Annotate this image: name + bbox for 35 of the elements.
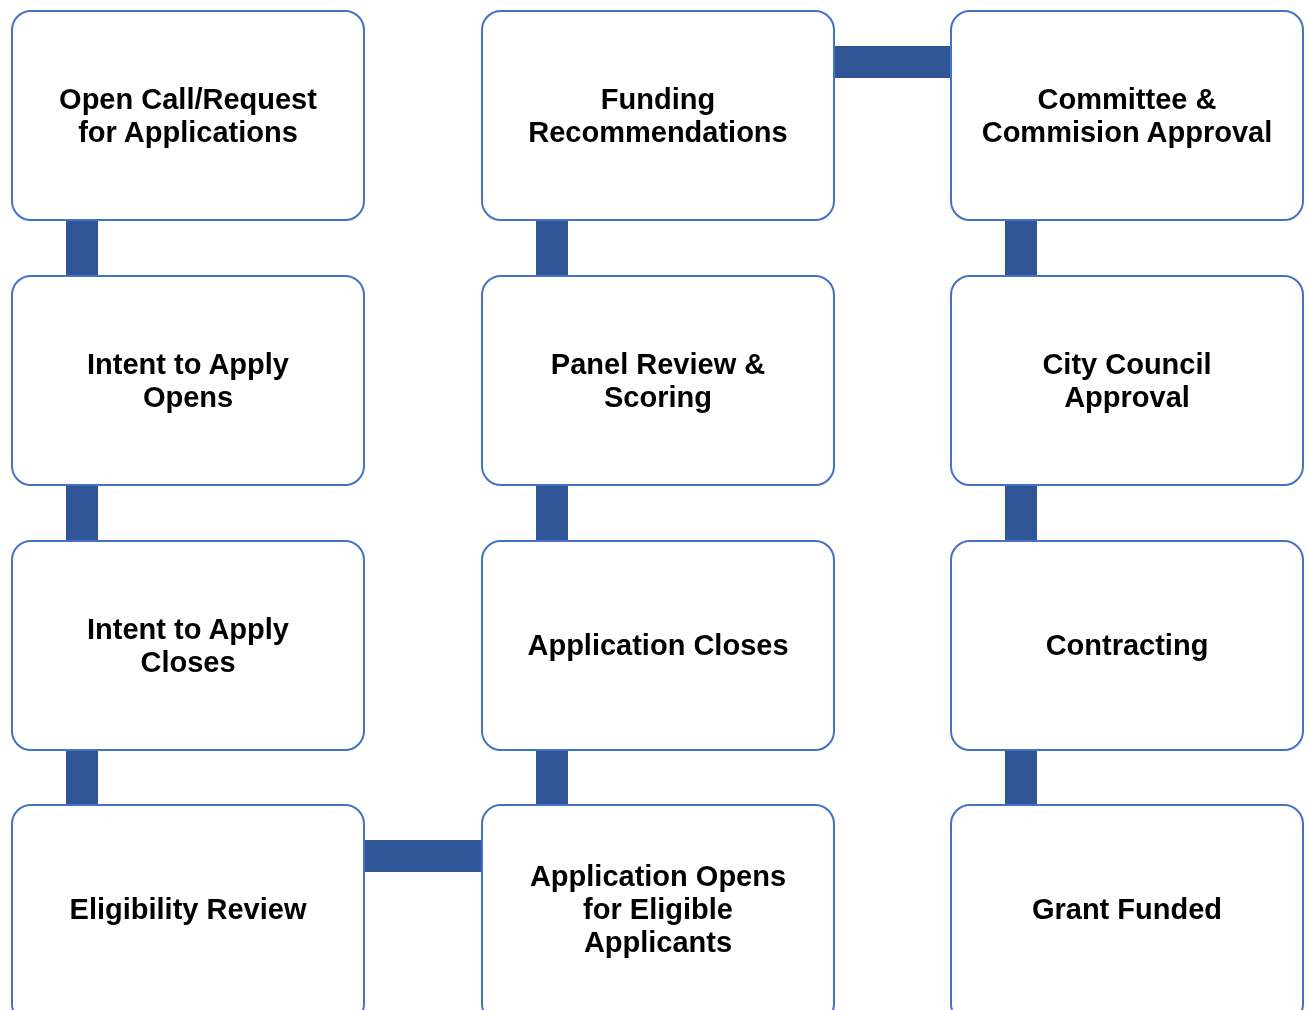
step-label: Committee & Commision Approval (980, 82, 1274, 149)
connector-bar (66, 486, 98, 540)
step-label: Open Call/Request for Applications (58, 82, 318, 149)
connector-bar (1005, 751, 1037, 804)
process-box (481, 540, 835, 751)
connector-bar (536, 486, 568, 540)
process-box (11, 10, 365, 221)
step-label: City Council Approval (1041, 347, 1213, 414)
process-box (11, 540, 365, 751)
connector-bar (536, 221, 568, 275)
connector-bar (536, 751, 568, 804)
connector-bar (1005, 221, 1037, 275)
process-box (950, 804, 1304, 1010)
step-label: Intent to Apply Closes (86, 612, 290, 679)
connector-bar (66, 751, 98, 804)
process-box (11, 275, 365, 486)
process-box (11, 804, 365, 1010)
step-label: Application Opens for Eligible Applicants (528, 860, 788, 959)
process-box (481, 804, 835, 1010)
step-label: Grant Funded (1031, 893, 1223, 926)
process-box (950, 540, 1304, 751)
connector-bar (835, 46, 950, 78)
connector-bar (365, 840, 481, 872)
step-label: Funding Recommendations (527, 82, 789, 149)
process-box (481, 275, 835, 486)
step-label: Application Closes (527, 629, 789, 662)
connector-bar (66, 221, 98, 275)
process-box (481, 10, 835, 221)
step-label: Intent to Apply Opens (86, 347, 290, 414)
connector-bar (1005, 486, 1037, 540)
step-label: Contracting (1045, 629, 1209, 662)
step-label: Panel Review & Scoring (549, 347, 767, 414)
step-label: Eligibility Review (69, 893, 307, 926)
process-box (950, 275, 1304, 486)
process-box (950, 10, 1304, 221)
